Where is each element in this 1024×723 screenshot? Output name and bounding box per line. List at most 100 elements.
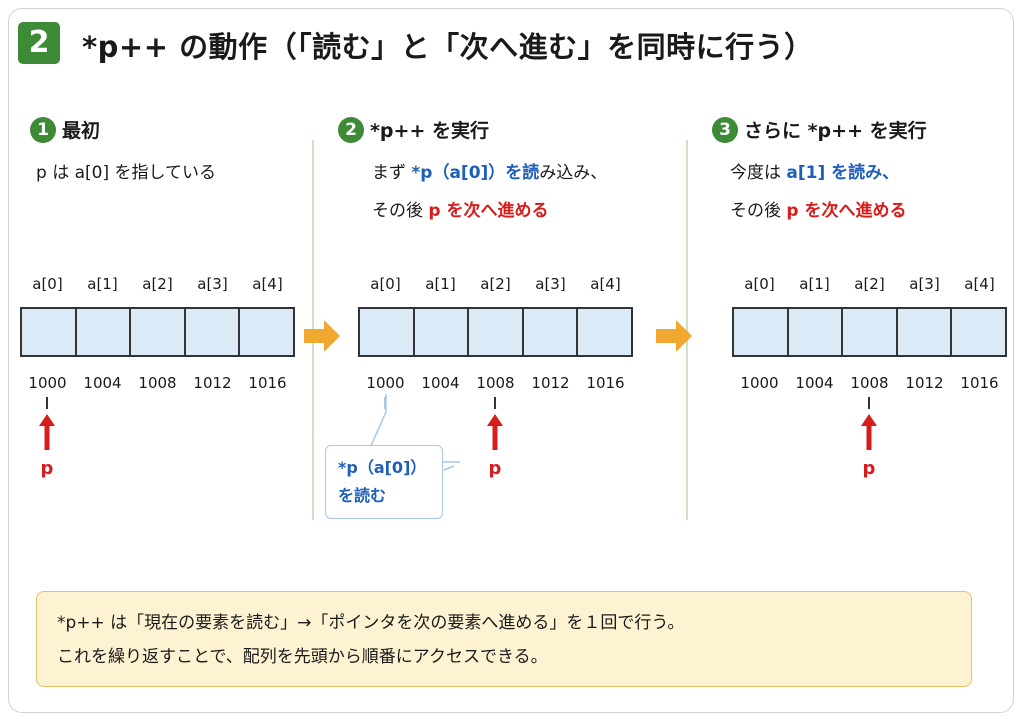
step-2-description: まず *p（a[0]）を読み込み、 その後 p を次へ進める [372, 154, 607, 230]
array-labels: a[0] a[1] a[2] a[3] a[4] [358, 275, 633, 297]
array-cell [22, 309, 77, 355]
red-arrow-up-icon [861, 414, 877, 450]
step-1-heading: 1 最初 [30, 116, 100, 146]
desc-segment: p は a[0] を指している [36, 163, 216, 183]
step-3-number: 3 [712, 116, 738, 143]
desc-segment: その後 [372, 201, 429, 221]
array-cell [788, 309, 844, 355]
callout-dash [384, 397, 386, 409]
pointer-dash [868, 397, 870, 409]
array-labels: a[0] a[1] a[2] a[3] a[4] [732, 275, 1007, 297]
orange-arrow-icon [304, 320, 340, 352]
address-label: 1000 [740, 374, 779, 392]
desc-segment: まず [372, 163, 412, 183]
step-3-desc-line-1: 今度は a[1] を読み、 [730, 154, 907, 192]
element-label: a[1] [87, 275, 118, 293]
element-label: a[3] [197, 275, 228, 293]
address-label: 1012 [905, 374, 944, 392]
note-line-1: *p++ は「現在の要素を読む」→「ポインタを次の要素へ進める」を１回で行う。 [57, 613, 685, 633]
address-label: 1016 [248, 374, 287, 392]
array-cells [358, 307, 633, 357]
array-labels: a[0] a[1] a[2] a[3] a[4] [20, 275, 295, 297]
address-label: 1016 [960, 374, 999, 392]
address-label: 1000 [28, 374, 67, 392]
element-label: a[4] [590, 275, 621, 293]
element-label: a[4] [964, 275, 995, 293]
desc-segment-red: p を次へ進める [428, 201, 549, 221]
orange-arrow-icon [656, 320, 692, 352]
callout-connector [369, 394, 460, 471]
note-line-2: これを繰り返すことで、配列を先頭から順番にアクセスできる。 [57, 647, 548, 667]
array-cell [469, 309, 524, 355]
array-addresses: 1000 1004 1008 1012 1016 [358, 374, 633, 396]
step-1-description: p は a[0] を指している [36, 154, 216, 192]
desc-segment: その後 [730, 201, 787, 221]
step-1-title: 最初 [62, 120, 101, 142]
step-3-description: 今度は a[1] を読み、 その後 p を次へ進める [730, 154, 907, 230]
pointer-label: p [862, 458, 876, 479]
element-label: a[2] [480, 275, 511, 293]
step-3-desc-line-2: その後 p を次へ進める [730, 192, 907, 230]
element-label: a[3] [535, 275, 566, 293]
address-label: 1004 [83, 374, 122, 392]
array-cell [240, 309, 293, 355]
address-label: 1004 [421, 374, 460, 392]
page-title: *p++ の動作（「読む」と「次へ進む」を同時に行う） [82, 30, 814, 64]
desc-segment: み込み、 [539, 163, 608, 183]
desc-segment-blue: *p（a[0]）を読 [411, 163, 540, 183]
array-cell [843, 309, 898, 355]
array-cells [20, 307, 295, 357]
element-label: a[2] [854, 275, 885, 293]
element-label: a[0] [32, 275, 63, 293]
step-2-desc-line-1: まず *p（a[0]）を読み込み、 [372, 154, 607, 192]
array-cell [414, 309, 470, 355]
step-1-number: 1 [30, 116, 56, 143]
array-cell [523, 309, 579, 355]
array-cell [734, 309, 789, 355]
array-addresses: 1000 1004 1008 1012 1016 [20, 374, 295, 396]
array-cell [578, 309, 631, 355]
array-cell [76, 309, 132, 355]
pointer-label: p [40, 458, 54, 479]
array-cells [732, 307, 1007, 357]
array-cell [131, 309, 186, 355]
array-cell [360, 309, 415, 355]
address-label: 1008 [850, 374, 889, 392]
desc-segment: 今度は [730, 163, 787, 183]
address-label: 1012 [531, 374, 570, 392]
element-label: a[0] [744, 275, 775, 293]
address-label: 1004 [795, 374, 834, 392]
step-3-heading: 3 さらに *p++ を実行 [712, 116, 927, 146]
array-addresses: 1000 1004 1008 1012 1016 [732, 374, 1007, 396]
callout-line-1: *p（a[0]） [338, 458, 427, 477]
address-label: 1000 [366, 374, 405, 392]
address-label: 1012 [193, 374, 232, 392]
column-divider-2 [686, 140, 688, 520]
step-2-heading: 2 *p++ を実行 [338, 116, 489, 146]
desc-segment-red: p を次へ進める [786, 201, 907, 221]
title-badge: 2 [18, 22, 60, 64]
array-cell [952, 309, 1005, 355]
element-label: a[1] [425, 275, 456, 293]
address-label: 1016 [586, 374, 625, 392]
address-label: 1008 [138, 374, 177, 392]
pointer-dash [494, 397, 496, 409]
red-arrow-up-icon [487, 414, 503, 450]
desc-segment-blue: a[1] を読み、 [786, 163, 900, 183]
step-1-desc-line-1: p は a[0] を指している [36, 154, 216, 192]
element-label: a[2] [142, 275, 173, 293]
red-arrow-up-icon [39, 414, 55, 450]
read-callout: *p（a[0]） を読む [325, 445, 443, 519]
element-label: a[1] [799, 275, 830, 293]
element-label: a[4] [252, 275, 283, 293]
pointer-label: p [488, 458, 502, 479]
element-label: a[0] [370, 275, 401, 293]
element-label: a[3] [909, 275, 940, 293]
address-label: 1008 [476, 374, 515, 392]
step-3-title: さらに *p++ を実行 [744, 120, 927, 142]
step-2-number: 2 [338, 116, 364, 143]
step-2-title: *p++ を実行 [370, 120, 489, 142]
array-cell [185, 309, 241, 355]
summary-note: *p++ は「現在の要素を読む」→「ポインタを次の要素へ進める」を１回で行う。 … [36, 591, 972, 687]
callout-line-2: を読む [338, 486, 387, 505]
